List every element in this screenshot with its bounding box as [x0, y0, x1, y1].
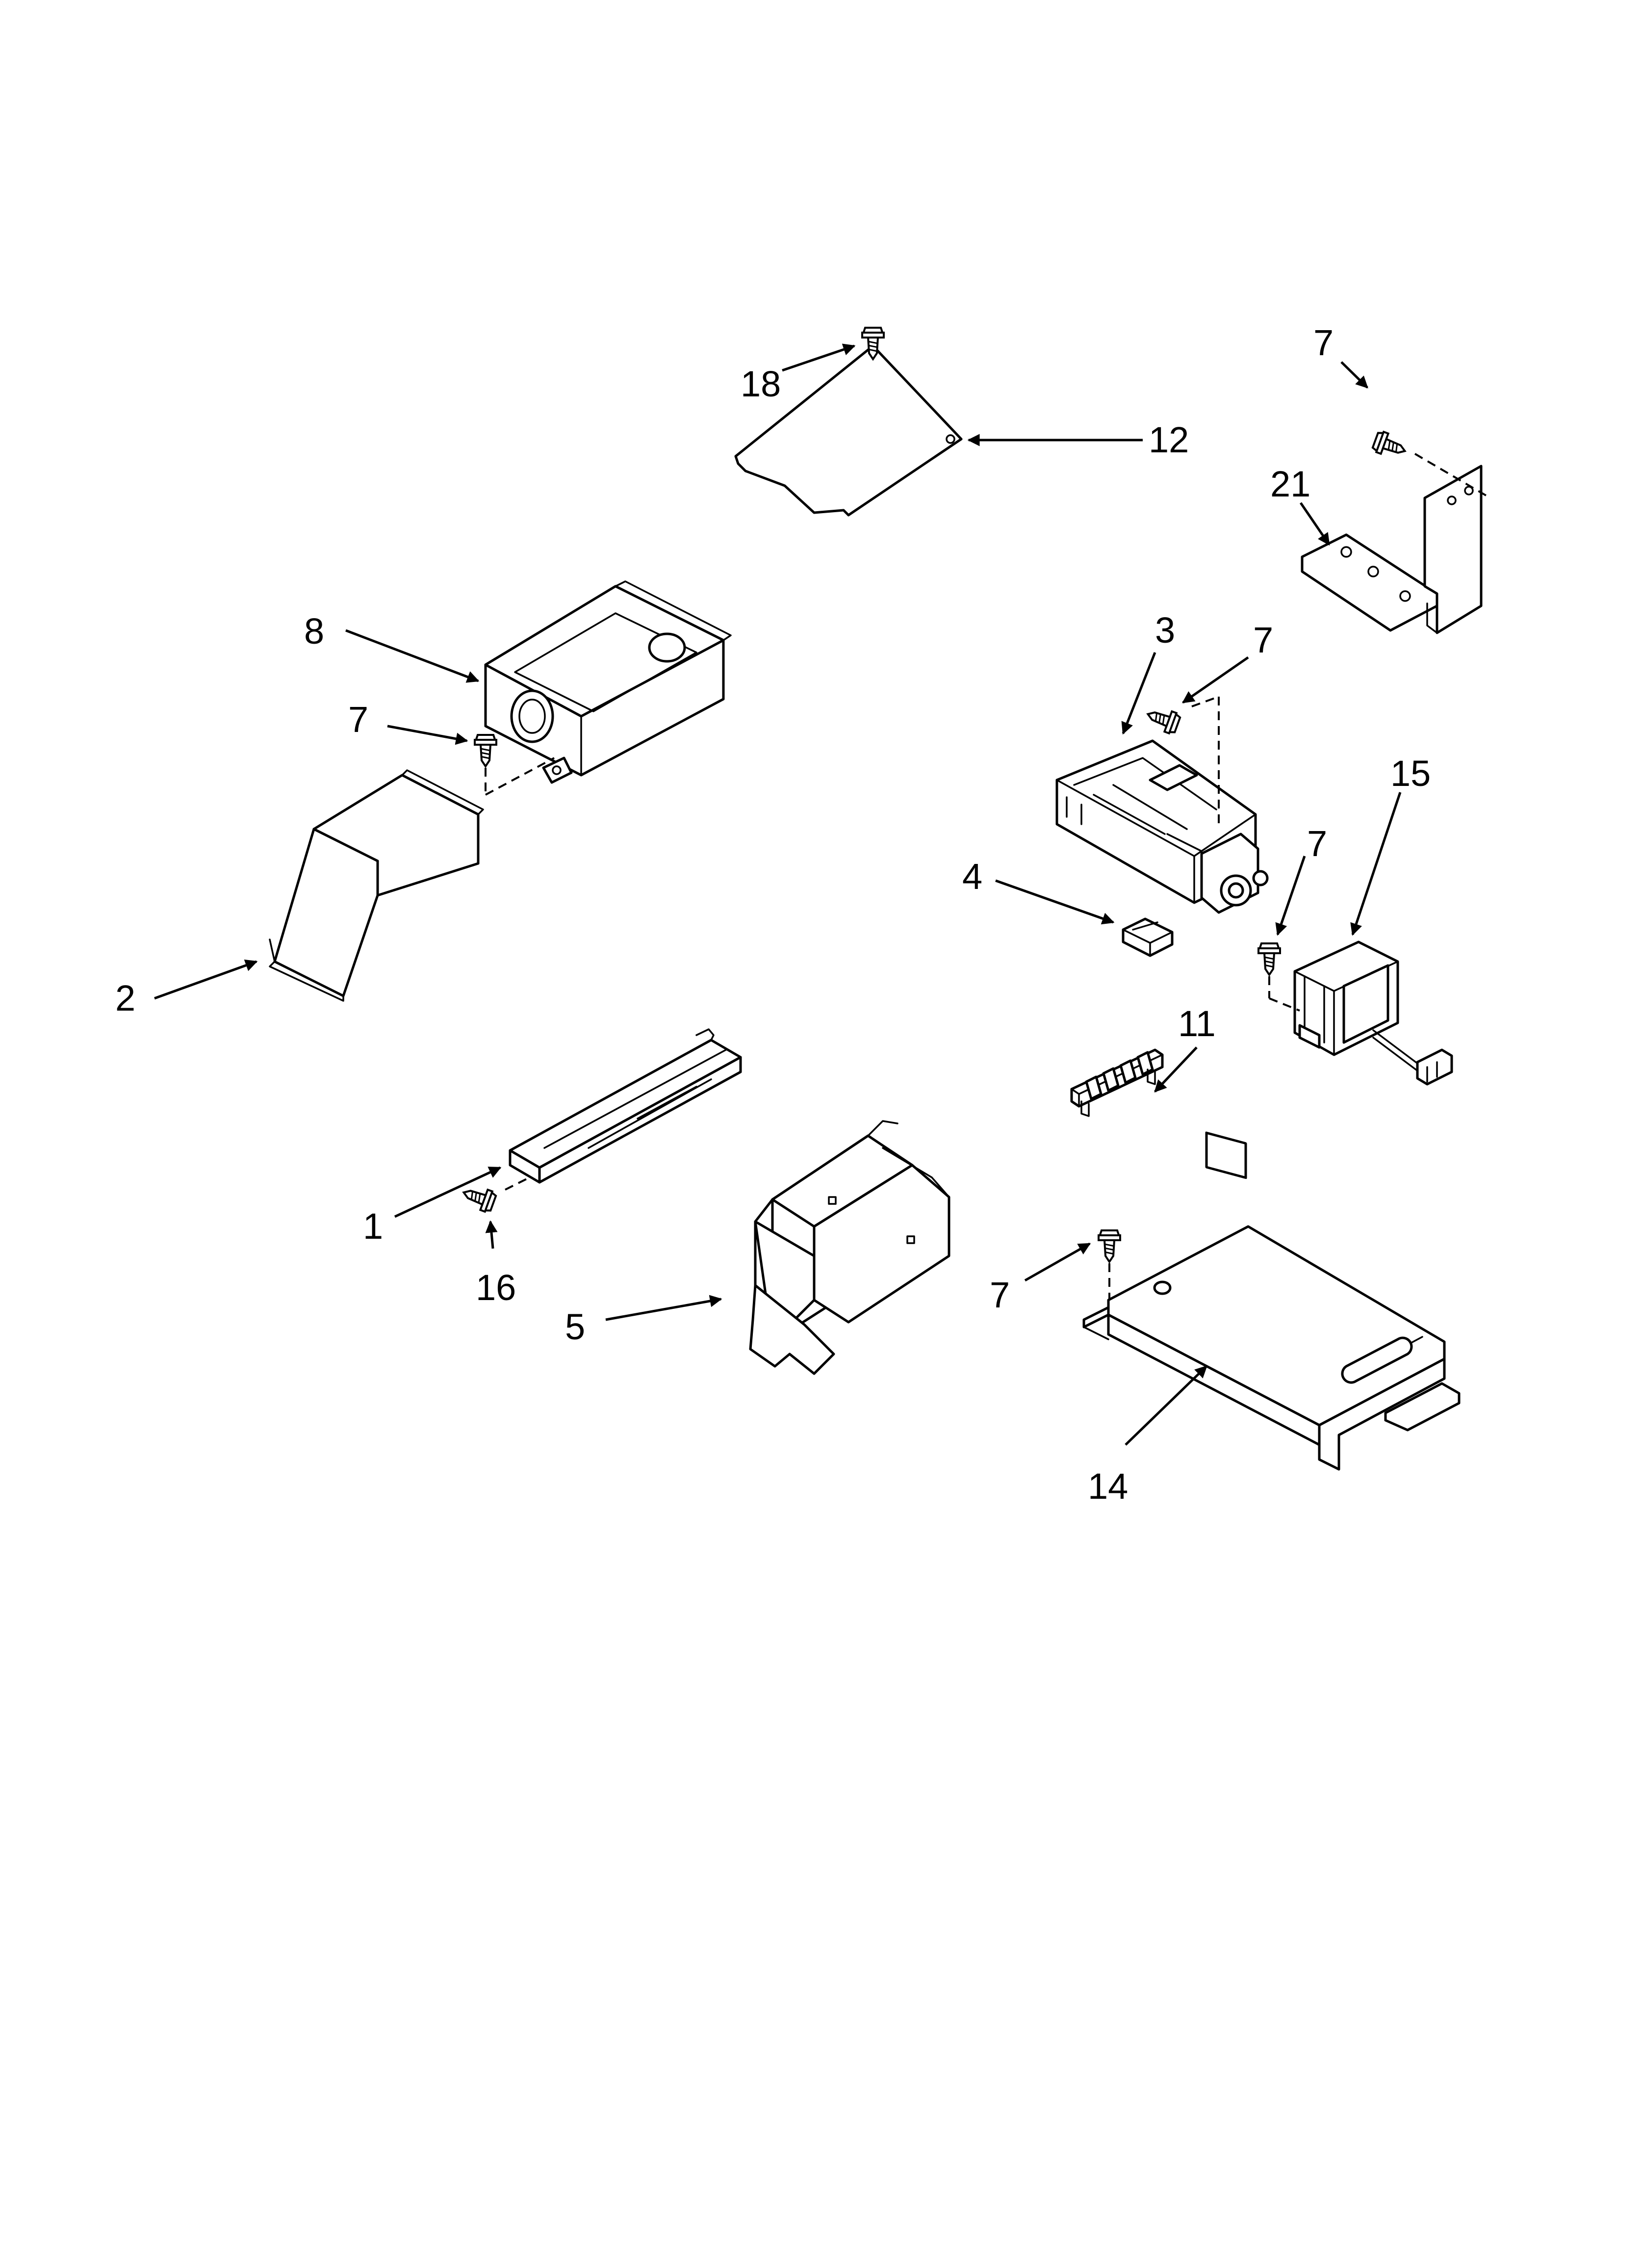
part-1-channel — [509, 1028, 742, 1184]
part-11-terminal-strip — [1070, 1048, 1164, 1117]
callout-2: 2 — [115, 978, 135, 1018]
part-15-transformer — [1293, 940, 1453, 1086]
callout-7-transformer: 7 — [1307, 823, 1327, 864]
part-7b-screw — [474, 734, 497, 767]
callout-3: 3 — [1155, 610, 1175, 651]
callout-7-base: 7 — [990, 1275, 1010, 1315]
callout-7-box: 7 — [348, 699, 368, 740]
part-7c-screw — [1143, 703, 1182, 736]
callout-15: 15 — [1390, 753, 1431, 794]
part-7a-screw — [1370, 429, 1410, 463]
part-7d-screw — [1257, 942, 1281, 976]
callout-7-control: 7 — [1253, 620, 1273, 660]
part-3-control-assembly — [1055, 739, 1269, 1179]
callout-21: 21 — [1270, 464, 1310, 504]
part-14-base-plate — [1082, 1225, 1461, 1471]
callout-12: 12 — [1149, 419, 1189, 460]
part-16-screw — [459, 1181, 498, 1215]
callout-14: 14 — [1088, 1466, 1128, 1507]
part-2-duct — [269, 769, 484, 1002]
callout-1: 1 — [363, 1206, 383, 1247]
callout-7-top-right: 7 — [1313, 322, 1334, 363]
part-4-terminal-block — [1122, 917, 1174, 957]
callout-8: 8 — [304, 611, 324, 652]
part-12-cover-plate — [734, 344, 963, 517]
part-21-bracket — [1301, 465, 1483, 634]
callout-11: 11 — [1178, 1003, 1216, 1044]
callout-16: 16 — [476, 1267, 516, 1308]
part-5-shroud — [749, 1120, 950, 1375]
part-7e-screw — [1098, 1229, 1121, 1263]
part-8-box — [484, 580, 732, 784]
callout-5: 5 — [565, 1306, 585, 1347]
callout-18: 18 — [741, 364, 781, 404]
callout-4: 4 — [962, 856, 982, 897]
